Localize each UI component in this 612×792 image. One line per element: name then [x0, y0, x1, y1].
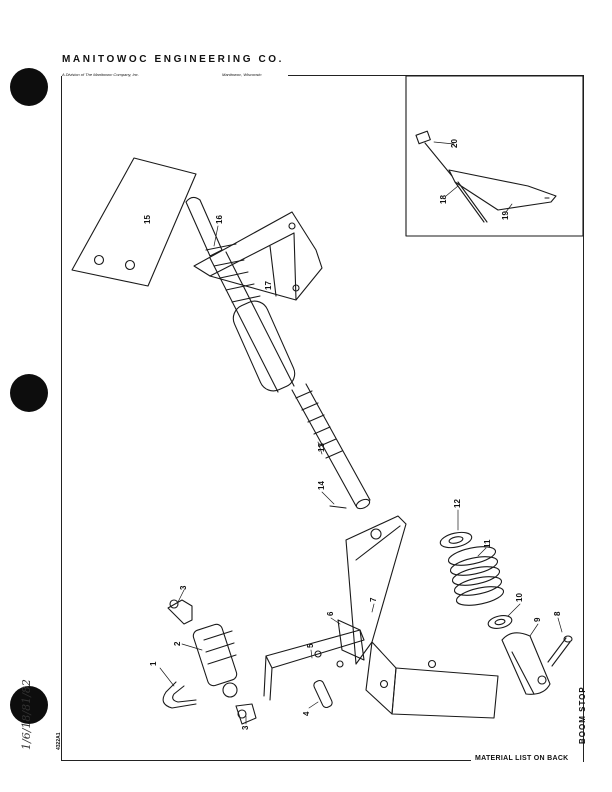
- part-3-elbow-bottom: [235, 703, 257, 725]
- part-10-washer: [487, 615, 513, 629]
- drawing-number: 4322A1: [56, 732, 62, 750]
- part-label: 18: [439, 195, 448, 204]
- part-label: 20: [450, 139, 459, 148]
- part-15-plate: [71, 157, 197, 287]
- part-9-clevis: [501, 632, 551, 695]
- part-label: 3: [241, 725, 250, 730]
- part-label: 1: [149, 661, 158, 666]
- part-label: 2: [173, 641, 182, 646]
- part-label: 4: [302, 711, 311, 716]
- part-11-spring: [447, 546, 505, 606]
- part-5-fork-link: [263, 629, 365, 701]
- part-13-screw-shaft: [205, 243, 371, 510]
- part-label: 10: [515, 593, 524, 602]
- inset-lever-assembly: [415, 130, 557, 223]
- part-label: 19: [501, 211, 510, 220]
- part-label: 11: [483, 539, 492, 548]
- part-16-rod-end: [185, 196, 223, 257]
- part-label: 6: [326, 611, 335, 616]
- part-1-u-bolt: [162, 681, 197, 709]
- handwritten-note: 1/6/18/81/82: [20, 679, 33, 750]
- company-name: MANITOWOC ENGINEERING CO.: [62, 54, 285, 65]
- part-label: 15: [143, 215, 152, 224]
- part-label: 17: [264, 281, 273, 290]
- location-line: Manitowoc, Wisconsin: [222, 72, 262, 77]
- inset-detail-box: [405, 75, 584, 237]
- binder-hole-bottom: [10, 686, 48, 724]
- right-border: [583, 76, 584, 762]
- part-7-main-bracket: [345, 515, 499, 719]
- part-label: 14: [317, 481, 326, 490]
- part-2-valve: [192, 623, 238, 698]
- leader-lines: [159, 141, 563, 725]
- binder-hole-middle: [10, 374, 48, 412]
- left-border: [61, 76, 62, 760]
- part-label: 5: [306, 643, 315, 648]
- part-label: 16: [215, 215, 224, 224]
- part-label: 12: [453, 499, 462, 508]
- division-line: A Division of The Manitowoc Company, Inc…: [62, 72, 139, 77]
- part-3-elbow-top: [167, 599, 193, 625]
- part-label: 7: [369, 597, 378, 602]
- part-label: 3: [179, 585, 188, 590]
- part-8-pin: [547, 635, 573, 667]
- bottom-border: [61, 760, 471, 761]
- drawing-title: BOOM STOP: [578, 686, 587, 744]
- part-number-labels: 1 2 3 3 4 5 6 7 8 9 10 11 12 13 14 15 16…: [143, 139, 562, 730]
- part-label: 9: [533, 617, 542, 622]
- part-label: 13: [317, 443, 326, 452]
- part-14-pin: [329, 505, 347, 509]
- part-12-washer: [439, 531, 473, 549]
- part-6-plate: [337, 619, 365, 661]
- part-4-pin: [313, 679, 333, 709]
- binder-hole-top: [10, 68, 48, 106]
- part-17-bracket: [193, 211, 323, 301]
- material-list-note: MATERIAL LIST ON BACK: [475, 755, 569, 762]
- part-label: 8: [553, 611, 562, 616]
